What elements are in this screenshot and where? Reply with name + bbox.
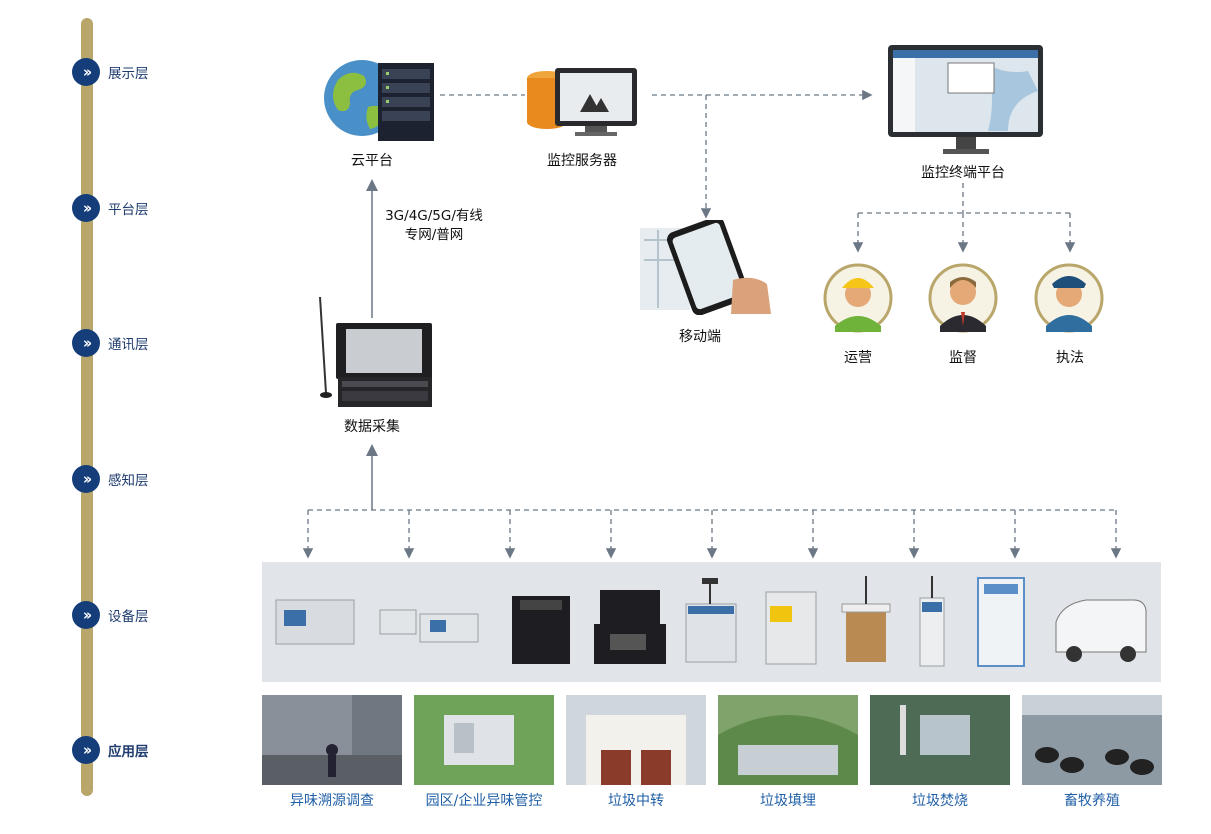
- transfer-station-photo: [566, 695, 706, 785]
- double-chevron-right-icon: ››: [72, 736, 100, 764]
- layer-label: 应用层: [108, 744, 149, 760]
- data-collection-label: 数据采集: [344, 419, 400, 435]
- application-label: 垃圾中转: [608, 793, 664, 809]
- pole-station-icon: [919, 576, 945, 667]
- double-chevron-right-icon: ››: [72, 601, 100, 629]
- layer-device: ›› 设备层: [72, 600, 192, 630]
- double-chevron-right-icon: ››: [72, 194, 100, 222]
- device-row: [275, 576, 1147, 667]
- role-label: 执法: [1056, 350, 1084, 366]
- incineration-photo: [870, 695, 1010, 785]
- double-chevron-right-icon: ››: [72, 465, 100, 493]
- layer-display: ›› 展示层: [72, 57, 192, 87]
- air-monitor-box-icon: [685, 578, 737, 663]
- tall-cabinet-icon: [977, 577, 1025, 667]
- layer-application: ›› 应用层: [72, 735, 192, 765]
- layer-label: 设备层: [108, 609, 149, 625]
- industrial-park-photo: [414, 695, 554, 785]
- application-label: 垃圾焚烧: [912, 793, 968, 809]
- application-label: 异味溯源调查: [290, 793, 374, 809]
- livestock-photo: [1022, 695, 1162, 785]
- terminal-monitor-icon: [888, 45, 1043, 154]
- black-case-icon: [512, 596, 570, 664]
- layer-label: 展示层: [108, 66, 149, 82]
- network-line-2: 专网/普网: [404, 227, 464, 243]
- landfill-photo: [718, 695, 858, 785]
- layer-label: 通讯层: [108, 337, 149, 353]
- data-collector-icon: [319, 296, 432, 407]
- terminal-platform-label: 监控终端平台: [921, 165, 1005, 181]
- layer-label: 感知层: [108, 473, 149, 489]
- twin-sampler-icon: [379, 609, 479, 643]
- layer-label: 平台层: [108, 202, 149, 218]
- network-line-1: 3G/4G/5G/有线: [385, 208, 483, 224]
- odor-tracing-photo: [262, 695, 402, 785]
- layer-platform: ›› 平台层: [72, 193, 192, 223]
- double-chevron-right-icon: ››: [72, 58, 100, 86]
- mobile-label: 移动端: [679, 329, 721, 345]
- monitoring-server-icon: [527, 68, 637, 136]
- mobile-phone-icon: [640, 220, 771, 315]
- application-label: 园区/企业异味管控: [425, 793, 543, 809]
- role-label: 运营: [844, 350, 872, 366]
- layer-perception: ›› 感知层: [72, 464, 192, 494]
- double-chevron-right-icon: ››: [72, 329, 100, 357]
- supervisor-avatar-icon: [928, 263, 998, 333]
- cloud-platform-icon: [324, 60, 434, 141]
- portable-case-icon: [594, 590, 666, 664]
- enforcer-avatar-icon: [1034, 263, 1104, 333]
- monitoring-cabinet-icon: [765, 591, 817, 665]
- rack-analyzer-icon: [275, 599, 355, 645]
- application-label: 垃圾填埋: [760, 793, 816, 809]
- operator-avatar-icon: [823, 263, 893, 333]
- monitoring-server-label: 监控服务器: [547, 153, 617, 169]
- wooden-station-icon: [841, 576, 891, 662]
- application-label: 畜牧养殖: [1064, 793, 1120, 809]
- monitoring-van-icon: [1055, 599, 1147, 662]
- role-label: 监督: [949, 350, 977, 366]
- layer-communication: ›› 通讯层: [72, 328, 192, 358]
- cloud-platform-label: 云平台: [351, 153, 393, 169]
- network-label: 3G/4G/5G/有线 专网/普网: [374, 207, 494, 245]
